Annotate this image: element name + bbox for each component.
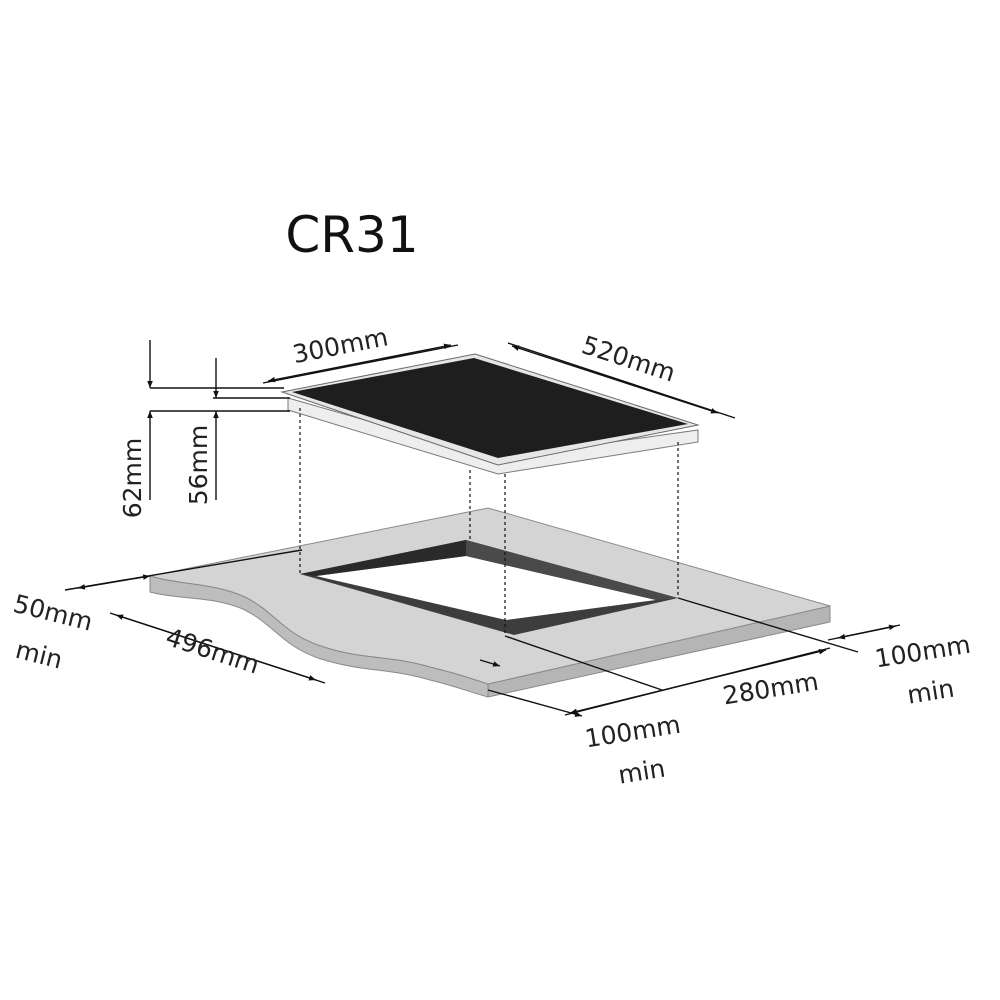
model-title: CR31 [285,206,418,264]
label-min-left-value: 50mm [10,589,95,637]
label-min-front-value: 100mm [583,710,683,754]
countertop-cutout [300,540,678,635]
label-depth-top: 520mm [578,330,679,387]
dimension-lines [64,340,901,717]
label-height-total: 62mm [118,438,147,519]
label-height-body: 56mm [184,425,213,506]
label-min-left-unit: min [13,635,66,675]
label-min-right-unit: min [905,674,956,710]
label-cutout-width: 280mm [721,667,821,711]
label-width-top: 300mm [290,322,390,369]
label-cutout-depth: 496mm [162,622,263,679]
projection-guides [299,408,679,636]
hob-glass-surface [292,358,688,458]
label-min-front-unit: min [616,754,667,790]
label-min-right-value: 100mm [873,630,973,674]
